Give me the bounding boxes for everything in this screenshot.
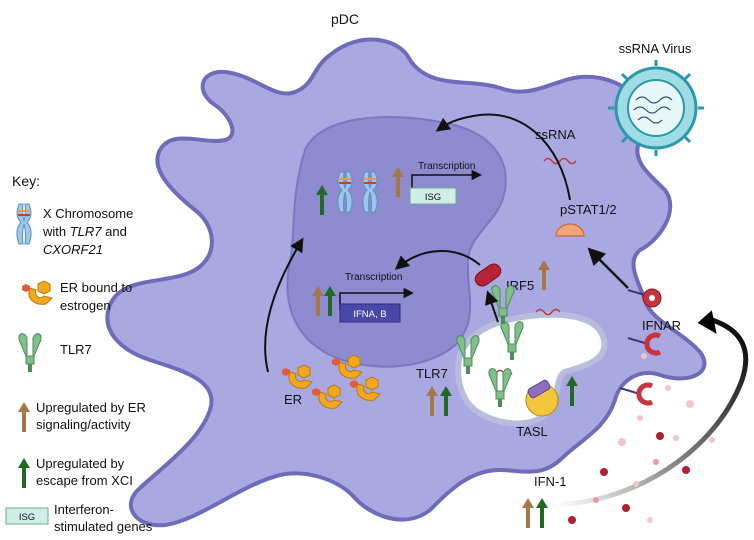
key-er-arrow-icon — [18, 402, 30, 432]
key-xchrom-line2: with TLR7 and — [42, 224, 127, 239]
key-xci-arrow-icon — [18, 458, 30, 488]
key-xchrom-line3: CXORF21 — [43, 242, 103, 257]
isg-box — [409, 187, 457, 205]
key-up-er-line1: Upregulated by ER — [36, 400, 146, 415]
key-isg-line1: Interferon- — [54, 502, 114, 517]
pstat-label: pSTAT1/2 — [560, 202, 617, 217]
key-er-line1: ER bound to — [60, 280, 132, 295]
ssrna-virus-icon — [614, 66, 698, 150]
ifnar-to-pstat-arrow — [587, 247, 629, 289]
key-title: Key: — [12, 173, 40, 189]
transcription-label-top: Transcription — [418, 161, 475, 172]
cell-title: pDC — [331, 11, 359, 27]
irf5-icon — [474, 263, 502, 287]
transcription-label-mid: Transcription — [345, 272, 402, 283]
key-tlr7-icon — [18, 333, 42, 373]
pstat-icon — [555, 223, 585, 237]
key-isg-box — [5, 507, 49, 525]
pstat-to-nucleus-arrow — [435, 113, 571, 201]
ifnar-receptor-icon — [627, 288, 662, 308]
ifnar-label: IFNAR — [642, 318, 681, 333]
tlr7-label: TLR7 — [416, 366, 448, 381]
upregulated-xci-arrow-icon — [536, 498, 548, 528]
key-up-er-line2: signaling/activity — [36, 417, 131, 432]
key-er-estrogen-icon — [21, 280, 53, 305]
ifn1-label: IFN-1 — [534, 474, 567, 489]
ifna-b-box-label: IFNA, B — [353, 309, 386, 320]
ifn1-arrowhead-icon — [697, 310, 717, 334]
ifnar-receptor-icon — [619, 382, 654, 406]
er-to-nucleus-arrow — [264, 237, 304, 373]
virus-label: ssRNA Virus — [619, 41, 692, 56]
er-label: ER — [284, 392, 302, 407]
ssrna-strand-icon — [543, 157, 577, 165]
ifn1-feedback-arrow — [555, 317, 749, 508]
tasl-label: TASL — [516, 424, 548, 439]
upregulated-er-arrow-icon — [522, 498, 534, 528]
ifna-b-box — [339, 303, 401, 323]
key-up-xci-line1: Upregulated by — [36, 456, 125, 471]
key-tlr7-label: TLR7 — [60, 342, 92, 357]
key-er-line2: estrogen — [60, 298, 111, 313]
isg-box-label: ISG — [425, 192, 441, 203]
tlr7-to-irf5-arrow — [485, 290, 499, 323]
key-up-xci-line2: escape from XCI — [36, 473, 133, 488]
key-isg-box-label: ISG — [19, 512, 35, 523]
key-x-chromosome-icon — [16, 203, 32, 245]
key-xchrom-line1: X Chromosome — [43, 206, 133, 221]
ssrna-label: ssRNA — [535, 127, 576, 142]
endosome — [455, 311, 608, 427]
irf5-to-nucleus-arrow — [394, 250, 481, 270]
key-isg-line2: stimulated genes — [54, 519, 153, 534]
ssrna-strand-icon — [535, 308, 561, 316]
tasl-icon — [525, 379, 559, 417]
ifnar-receptor-icon — [627, 332, 662, 356]
virus-spikes — [608, 60, 704, 156]
ifn-particles — [568, 353, 715, 524]
